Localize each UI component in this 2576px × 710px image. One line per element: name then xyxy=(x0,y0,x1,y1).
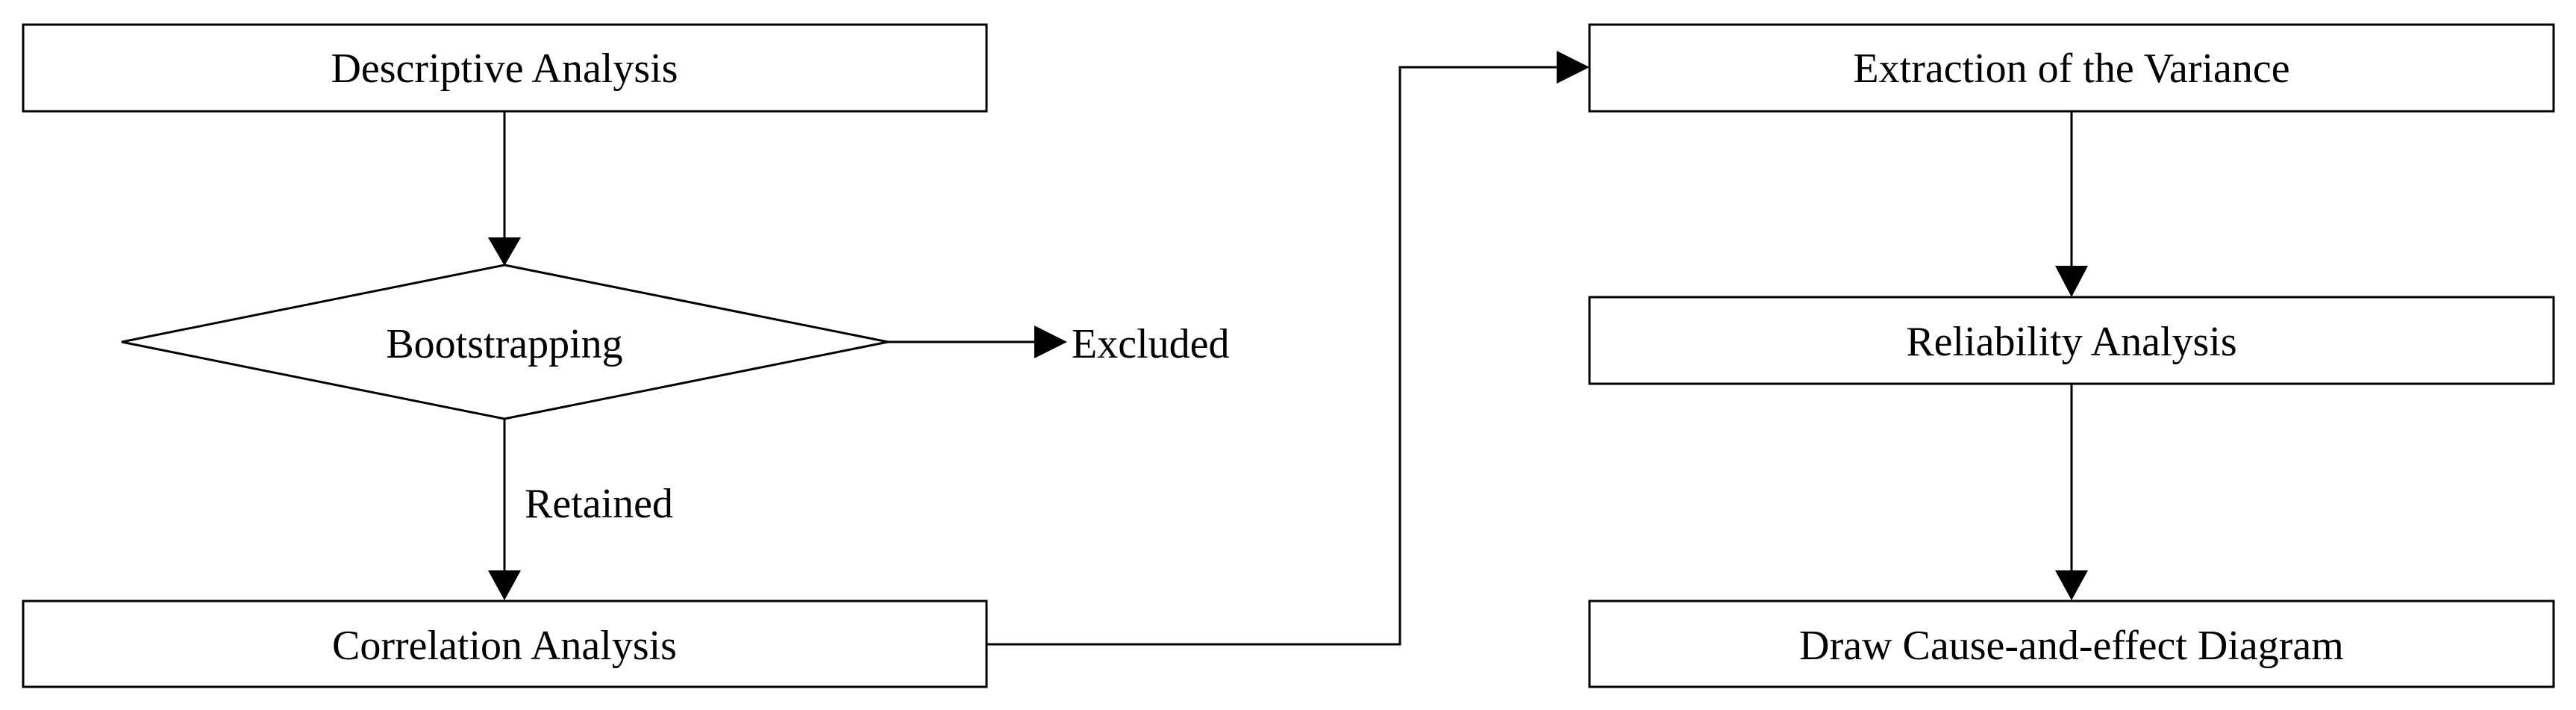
node-extraction-of-variance: Extraction of the Variance xyxy=(1588,23,2555,113)
node-draw-cause-effect-diagram: Draw Cause-and-effect Diagram xyxy=(1588,600,2555,688)
node-correlation-analysis-label: Correlation Analysis xyxy=(332,623,677,669)
arrow-bootstrapping-to-excluded xyxy=(888,326,1067,358)
node-reliability-analysis-label: Reliability Analysis xyxy=(1906,319,2236,365)
arrow-reliability-to-diagram xyxy=(2055,384,2088,600)
node-draw-cause-effect-diagram-label: Draw Cause-and-effect Diagram xyxy=(1799,623,2344,669)
decision-bootstrapping-label: Bootstrapping xyxy=(386,321,622,367)
node-descriptive-analysis: Descriptive Analysis xyxy=(22,23,988,113)
node-reliability-analysis: Reliability Analysis xyxy=(1588,296,2555,385)
decision-bootstrapping: Bootstrapping xyxy=(121,264,889,420)
excluded-label: Excluded xyxy=(1072,321,1229,367)
arrow-descriptive-to-bootstrapping xyxy=(488,111,521,266)
node-correlation-analysis: Correlation Analysis xyxy=(22,600,988,688)
arrow-bootstrapping-to-correlation xyxy=(488,419,521,600)
node-extraction-of-variance-label: Extraction of the Variance xyxy=(1853,46,2289,92)
arrow-correlation-to-extraction xyxy=(987,51,1589,646)
retained-label: Retained xyxy=(525,481,673,527)
arrow-extraction-to-reliability xyxy=(2055,111,2088,297)
node-descriptive-analysis-label: Descriptive Analysis xyxy=(331,46,678,92)
